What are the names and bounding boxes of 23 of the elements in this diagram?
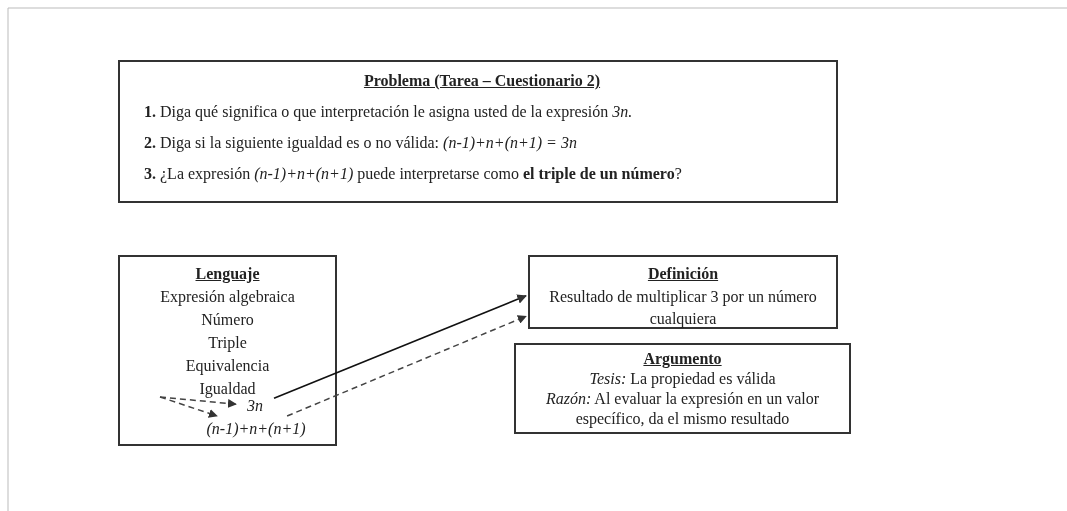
term-text: Equivalencia [184,356,271,377]
dashed-arrow [159,396,218,418]
question-text: 2. Diga si la siguiente igualdad es o no válida: (n-1)+n+(n+1) = 3n [144,133,578,154]
box-heading: Lenguaje [194,264,261,285]
text-box [118,255,337,446]
dashed-arrow [286,315,527,417]
body-text: Razón: Al evaluar la expresión en un valor específico, da el mismo resultado [544,389,821,429]
arrow [273,294,527,400]
question-text: 3. ¿La expresión (n-1)+n+(n+1) puede interpretarse como el triple de un número? [144,164,683,185]
body-text: Resultado de multiplicar 3 por un número cualquiera [548,287,818,330]
box-heading: Problema (Tarea – Cuestionario 2) [362,71,602,92]
formula-label: (n-1)+n+(n+1) [188,418,324,440]
question-text: 1. Diga qué significa o que interpretación le asigna usted de la expresión 3n. [144,102,634,123]
text-box [514,343,851,434]
text-box [528,255,838,329]
body-text: Tesis: La propiedad es válida [588,369,777,389]
box-heading: Definición [646,264,720,284]
term-text: Expresión algebraica [159,287,296,308]
box-heading: Argumento [642,349,723,369]
term-text: Número [200,310,255,330]
dashed-arrow [159,396,237,408]
term-text: Triple [207,333,248,354]
text-box [118,60,838,203]
